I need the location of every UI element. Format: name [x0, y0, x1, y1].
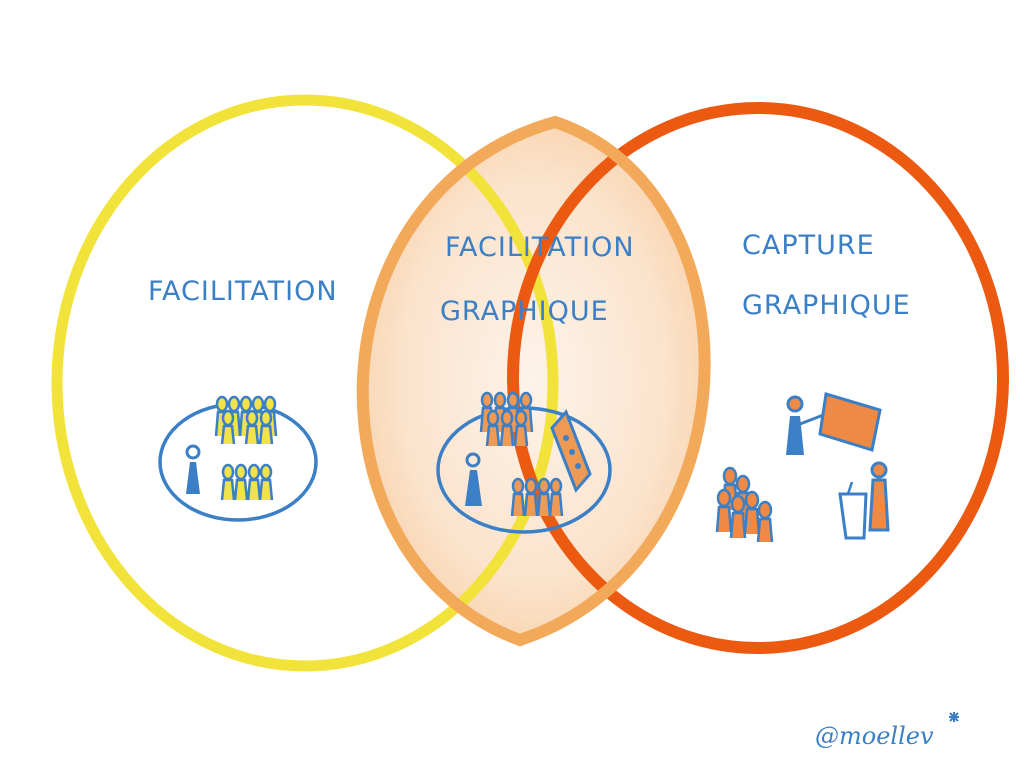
right-circle [507, 102, 1009, 654]
sparkle-icon [949, 712, 959, 722]
label-facilitation-graphique-line1: FACILITATION [445, 232, 635, 263]
speaker-icon [838, 461, 890, 540]
label-capture-graphique-line2: GRAPHIQUE [742, 290, 911, 321]
presentation-board-icon [818, 392, 882, 452]
overlap-outline [356, 115, 711, 647]
label-capture-graphique-line1: CAPTURE [742, 230, 875, 261]
label-facilitation-graphique-line2: GRAPHIQUE [440, 296, 609, 327]
facilitation-group-icon [158, 395, 318, 522]
facilitation-graphique-group-icon [436, 391, 612, 534]
left-circle [51, 94, 559, 672]
presenter-icon [786, 395, 827, 455]
audience-icon [715, 466, 774, 543]
author-signature: @moellev [815, 722, 934, 750]
label-facilitation: FACILITATION [148, 276, 338, 307]
capture-graphique-icon [715, 392, 890, 543]
overlap-fill [362, 122, 705, 640]
